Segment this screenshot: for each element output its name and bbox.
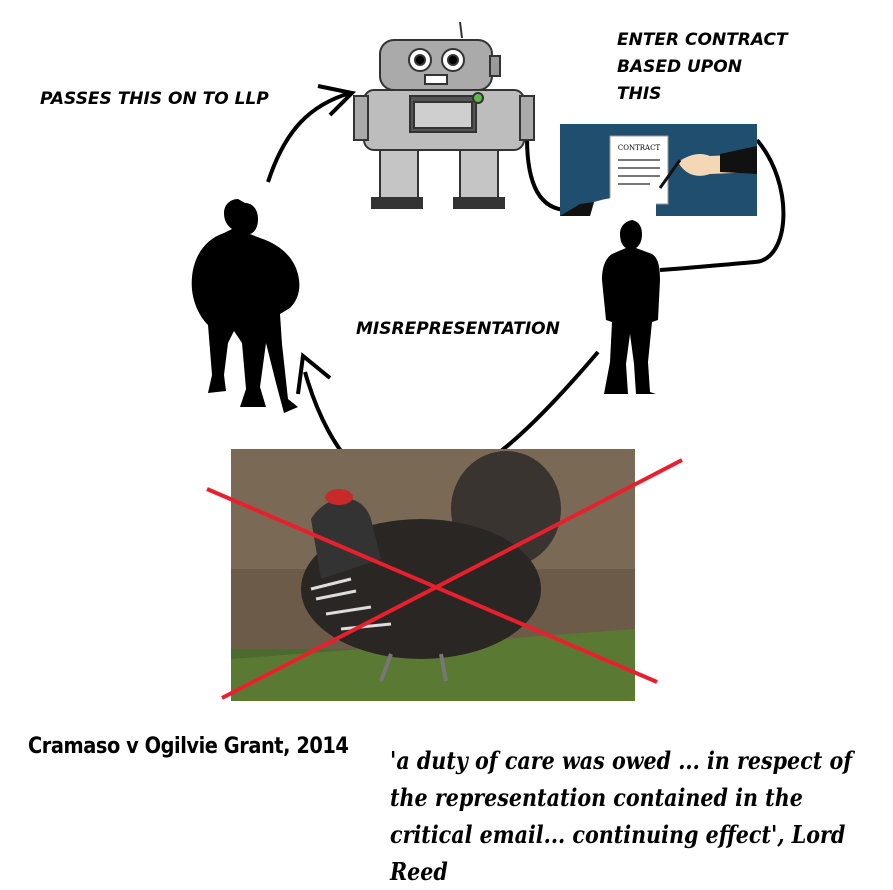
line-contract-to-person xyxy=(659,138,786,272)
label-enter-line-3: THIS xyxy=(617,84,662,104)
lord-reed-quote: 'a duty of care was owed ... in respect … xyxy=(390,746,853,886)
label-enter-contract: ENTER CONTRACT BASED UPON THIS xyxy=(617,27,837,108)
label-passes-to-llp: PASSES THIS ON TO LLP xyxy=(40,89,269,109)
arrow-passes-to-llp xyxy=(266,91,351,183)
label-misrepresentation: MISREPRESENTATION xyxy=(356,319,560,339)
line-llp-to-contract xyxy=(525,137,569,212)
arrow-passes-head xyxy=(317,84,357,117)
case-citation: Cramaso v Ogilvie Grant, 2014 xyxy=(28,734,349,759)
label-enter-line-1: ENTER CONTRACT xyxy=(617,30,788,50)
label-enter-line-2: BASED UPON xyxy=(617,57,742,77)
contract-doc-title: CONTRACT xyxy=(618,144,661,152)
arrow-misrep-head xyxy=(296,352,332,395)
contract-signing-image: CONTRACT xyxy=(560,124,757,216)
